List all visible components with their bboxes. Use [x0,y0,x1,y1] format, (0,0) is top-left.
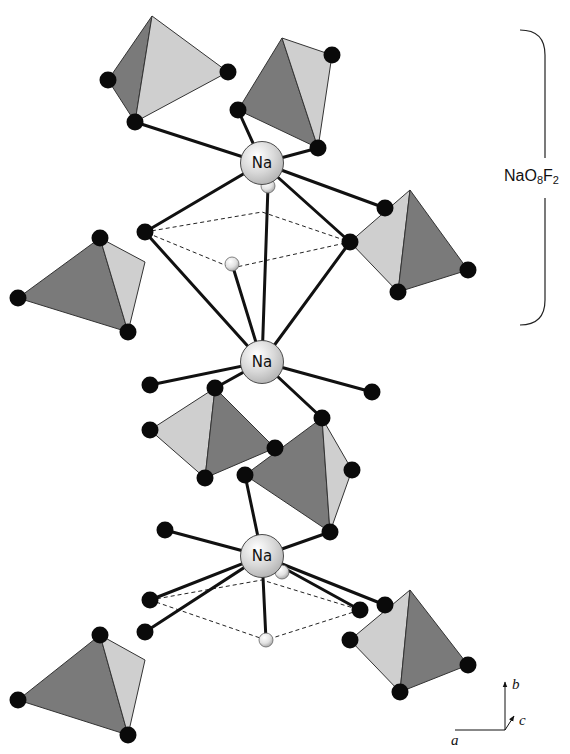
tetrahedron-face [245,418,330,532]
tetrahedron-face [400,590,468,692]
tetrahedron-face [398,190,468,292]
oxygen-atom [120,727,137,744]
oxygen-atom [100,72,117,89]
oxygen-atom [322,524,339,541]
oxygen-atom [267,440,284,457]
oxygen-atom [157,522,174,539]
oxygen-atom [92,627,109,644]
axis-arrow [505,682,506,730]
atom-sphere: Na [240,340,284,384]
oxygen-atom [137,624,154,641]
atom-sphere: Na [240,534,284,578]
axis-line [455,730,505,731]
oxygen-atom [342,234,359,251]
oxygen-atom [377,200,394,217]
axis-label: a [451,732,459,749]
oxygen-atoms [10,47,477,744]
formula-char: O [524,167,536,184]
formula-char: 2 [553,174,559,186]
oxygen-atom [392,684,409,701]
atom-label: Na [252,154,272,172]
atom-label: Na [252,547,272,565]
formula-char: 8 [537,174,543,186]
fluorine-atoms [225,179,289,647]
formula-char: a [516,167,525,184]
oxygen-atom [120,324,137,341]
fluorine-atom [225,257,239,271]
oxygen-atom [324,47,341,64]
oxygen-atom [352,602,369,619]
oxygen-atom [314,410,331,427]
oxygen-atom [127,114,144,131]
axes [455,682,514,730]
oxygen-atom [207,380,224,397]
tetrahedron-face [135,16,228,122]
axis-label: b [512,676,520,693]
oxygen-atom [137,224,154,241]
oxygen-atom [237,467,254,484]
fluorine-atom [259,633,273,647]
bond [262,186,268,362]
oxygen-atom [92,230,109,247]
atom-sphere: Na [240,141,284,185]
axis-arrow [505,716,514,730]
group-label: NaO8F2 [503,166,560,188]
oxygen-atom [142,377,159,394]
atom-label: Na [252,353,272,371]
oxygen-atom [390,284,407,301]
bonds [135,110,385,640]
axis-label: c [519,712,526,729]
formula-char: N [504,167,516,184]
oxygen-atom [344,462,361,479]
tetrahedron-face [100,635,145,735]
oxygen-atom [142,422,159,439]
oxygen-atom [10,692,27,709]
oxygen-atom [220,64,237,81]
oxygen-atom [460,657,477,674]
bracket-line [520,198,545,325]
oxygen-atom [142,592,159,609]
oxygen-atom [230,102,247,119]
oxygen-atom [10,290,27,307]
oxygen-atom [377,597,394,614]
tetrahedra [18,16,468,735]
bond [145,232,262,362]
oxygen-atom [310,140,327,157]
tetrahedron-face [150,388,215,478]
oxygen-atom [197,470,214,487]
oxygen-atom [364,384,381,401]
bracket-line [520,30,545,158]
coordination-plane [145,212,360,640]
tetrahedron-face [100,238,145,332]
dashed-plane [145,212,350,268]
oxygen-atom [460,262,477,279]
oxygen-atom [342,632,359,649]
formula-char: F [543,167,553,184]
